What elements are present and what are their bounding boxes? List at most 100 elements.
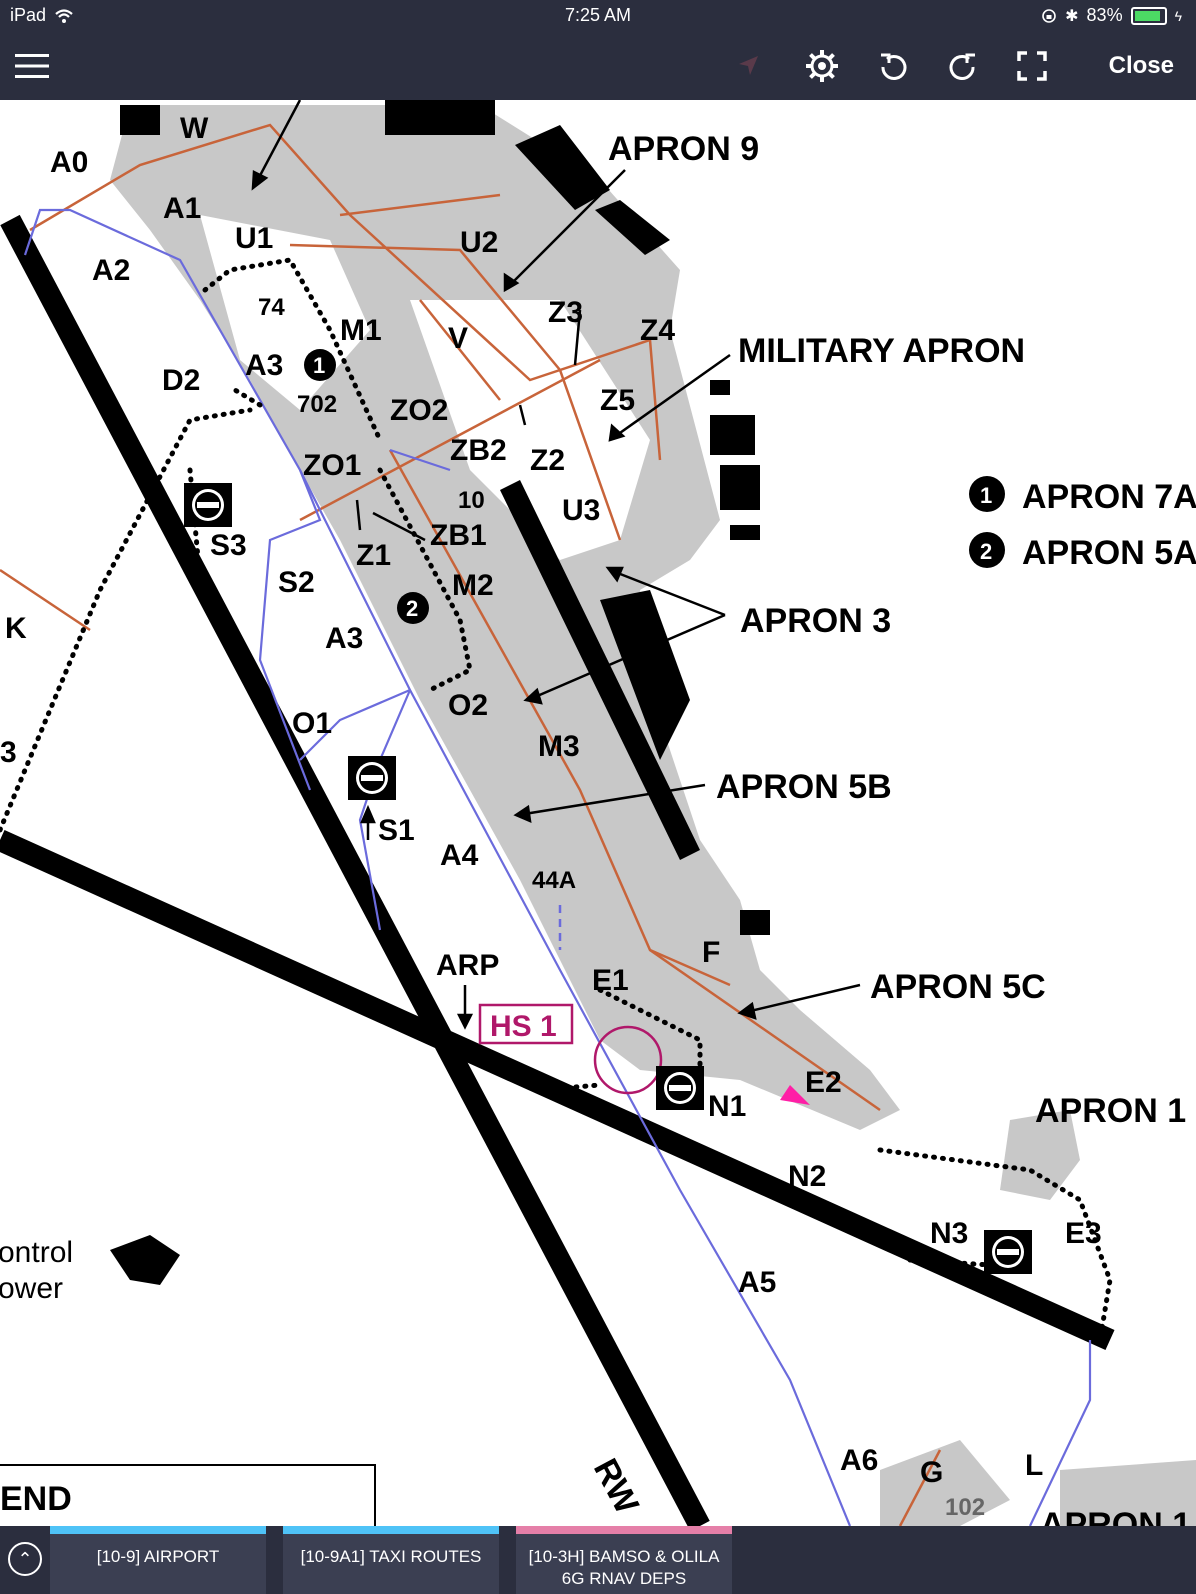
- fullscreen-icon: [1017, 51, 1047, 81]
- menu-button[interactable]: [10, 32, 54, 100]
- rotate-right-button[interactable]: [938, 32, 986, 100]
- ownship-button[interactable]: [726, 32, 772, 100]
- rotate-ccw-icon: [881, 53, 907, 80]
- legend-marker-1-label: 1: [980, 483, 992, 508]
- bluetooth-icon: ✱: [1065, 7, 1079, 25]
- airport-diagram[interactable]: HS 1 1 2 1 2 APRON 9 MILITARY APRON APRO…: [0, 100, 1196, 1526]
- wifi-icon: [55, 8, 73, 23]
- legend-marker-2: 2: [969, 532, 1005, 568]
- taxiway-Z3-label: Z3: [548, 296, 583, 329]
- tab-airport-chart[interactable]: [10-9] AIRPORT: [50, 1526, 266, 1594]
- parking-102-label: 102: [945, 1494, 985, 1521]
- taxiway-O1-label: O1: [292, 707, 332, 740]
- legend-title: END: [0, 1480, 72, 1518]
- taxiway-E3-label: E3: [1065, 1217, 1102, 1250]
- apron-labels: APRON 9 MILITARY APRON APRON 7A APRON 5A…: [608, 130, 1196, 1526]
- taxiway-Z1-label: Z1: [356, 539, 391, 572]
- taxiway-A5-label: A5: [738, 1266, 776, 1299]
- tab-taxi-routes[interactable]: [10-9A1] TAXI ROUTES: [283, 1526, 499, 1594]
- apron-5a-label: APRON 5A: [1022, 534, 1196, 572]
- tab-label: [10-9] AIRPORT: [96, 1547, 220, 1566]
- expand-tabs-button[interactable]: ⌃: [8, 1542, 42, 1576]
- runway-label: RW: [586, 1453, 646, 1521]
- close-button[interactable]: Close: [1108, 52, 1174, 79]
- military-apron-label: MILITARY APRON: [738, 332, 1025, 370]
- apron-5b-label: APRON 5B: [716, 768, 892, 806]
- fullscreen-button[interactable]: [1008, 32, 1056, 100]
- holding-point-symbols: [184, 483, 1032, 1274]
- apron-7a-label: APRON 7A: [1022, 478, 1196, 516]
- control-tower-label-2: ower: [0, 1272, 63, 1305]
- taxiway-routes: [0, 123, 942, 1526]
- tab-indicator: [283, 1526, 499, 1534]
- clock: 7:25 AM: [564, 5, 632, 25]
- rotate-cw-icon: [949, 53, 975, 80]
- taxiway-D2-label: D2: [162, 364, 200, 397]
- airport-diagram-canvas: HS 1 1 2 1 2 APRON 9 MILITARY APRON APRO…: [0, 100, 1196, 1526]
- apron-9-label: APRON 9: [608, 130, 759, 168]
- taxiway-G-label: G: [920, 1456, 943, 1489]
- runways: [0, 214, 1115, 1526]
- taxiway-A2-label: A2: [92, 254, 130, 287]
- chevron-up-icon: ⌃: [17, 1548, 33, 1569]
- hot-spot-box: [478, 1003, 574, 1045]
- taxiway-U1-label: U1: [235, 222, 273, 255]
- taxiway-L-label: L: [1025, 1449, 1043, 1482]
- apron-1-label: APRON 1: [1035, 1092, 1186, 1130]
- ownship-marker-icon: [780, 1085, 810, 1105]
- taxiway-U2-label: U2: [460, 226, 498, 259]
- taxiway-S2-label: S2: [278, 566, 315, 599]
- taxiway-Z4-label: Z4: [640, 314, 675, 347]
- taxiway-S3-label: S3: [210, 529, 247, 562]
- chart-toolbar: Close: [0, 32, 1196, 100]
- taxiway-A4-label: A4: [440, 839, 479, 872]
- taxiway-A3-label: A3: [245, 349, 283, 382]
- taxiway-ZB2-label: ZB2: [450, 434, 507, 467]
- tab-indicator: [50, 1526, 266, 1534]
- taxiway-N2-label: N2: [788, 1160, 826, 1193]
- parking-702-label: 702: [297, 391, 337, 418]
- legend-box: END: [0, 1464, 376, 1526]
- taxiway-S1-label: S1: [378, 814, 415, 847]
- taxiway-E2-label: E2: [805, 1066, 842, 1099]
- taxiway-E1-label: E1: [592, 964, 629, 997]
- chart-tabs-bar: ⌃ [10-9] AIRPORT [10-9A1] TAXI ROUTES [1…: [0, 1526, 1196, 1594]
- parking-10-label: 10: [458, 487, 485, 514]
- rotate-left-button[interactable]: [870, 32, 918, 100]
- control-tower-label-1: ontrol: [0, 1236, 73, 1269]
- parking-44A-label: 44A: [532, 867, 576, 894]
- device-name: iPad: [10, 5, 47, 25]
- taxiway-F-label: F: [702, 936, 720, 969]
- apron-5c-label: APRON 5C: [870, 968, 1046, 1006]
- legend-marker-1: 1: [969, 476, 1005, 512]
- apron-3-label: APRON 3: [740, 602, 891, 640]
- settings-button[interactable]: [798, 32, 846, 100]
- hamburger-icon: [15, 54, 49, 78]
- marker-2-label: 2: [406, 596, 418, 621]
- gear-icon: [806, 50, 838, 82]
- battery-icon: [1130, 6, 1167, 25]
- hot-spot-circle: [593, 1025, 663, 1095]
- tab-rnav-deps[interactable]: [10-3H] BAMSO & OLILA 6G RNAV DEPS: [516, 1526, 732, 1594]
- taxiway-W-label: W: [180, 112, 209, 145]
- taxiway-ZO2-label: ZO2: [390, 394, 448, 427]
- taxiway-A0-label: A0: [50, 146, 88, 179]
- taxiway-K-label: K: [5, 612, 27, 645]
- taxiway-N1-label: N1: [708, 1090, 746, 1123]
- legend-marker-2-label: 2: [980, 539, 992, 564]
- ownship-arrow-icon: [739, 56, 758, 75]
- hot-spot-label: HS 1: [490, 1010, 557, 1043]
- taxiway-Z2-label: Z2: [530, 444, 565, 477]
- taxiway-N3-label: N3: [930, 1217, 968, 1250]
- taxiway-A1-label: A1: [163, 192, 201, 225]
- taxiway-A6-label: A6: [840, 1444, 878, 1477]
- taxiway-M3-label: M3: [538, 730, 580, 763]
- charging-icon: ϟ: [1174, 7, 1182, 24]
- arp-label: ARP: [436, 949, 499, 982]
- taxiway-ZO1-label: ZO1: [303, 449, 361, 482]
- tab-label: [10-9A1] TAXI ROUTES: [300, 1547, 482, 1566]
- apron-marker-1: 1: [304, 349, 336, 381]
- taxiway-M2-label: M2: [452, 569, 494, 602]
- taxiway-ZB1-label: ZB1: [430, 519, 487, 552]
- taxiway-3-label: 3: [0, 736, 17, 769]
